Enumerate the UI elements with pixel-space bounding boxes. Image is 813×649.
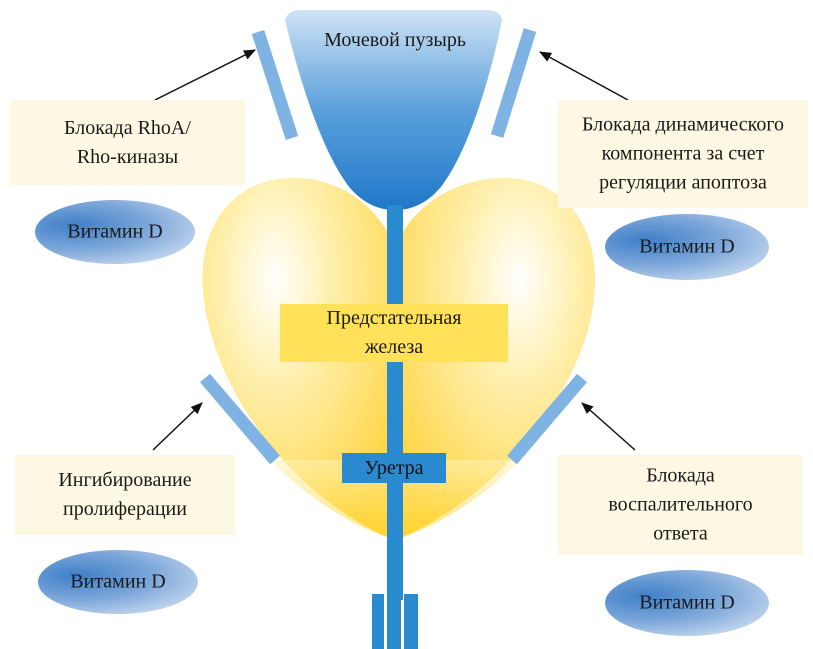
vitamin-d-label: Витамин D <box>605 236 769 259</box>
vitamin-d-label: Витамин D <box>35 221 195 244</box>
prostate-label-line2: железа <box>280 333 508 362</box>
effect-line: ответа <box>558 520 803 549</box>
urethra-label: Уретра <box>342 453 446 483</box>
block-bar-top-right <box>497 30 530 136</box>
vitamin-d-oval-top-left: Витамин D <box>35 200 195 264</box>
effect-line: Блокада <box>558 462 803 491</box>
effect-line: Блокада динамического <box>558 111 808 140</box>
vitamin-d-oval-top-right: Витамин D <box>605 214 769 280</box>
effect-text: Блокада RhoA/ Rho-киназы <box>10 114 245 172</box>
vitamin-d-oval-bottom-right: Витамин D <box>605 570 769 636</box>
effect-box-bottom-left: Ингибирование пролиферации <box>15 455 235 535</box>
vitamin-d-label: Витамин D <box>605 592 769 615</box>
prostate-label: Предстательная железа <box>280 304 508 362</box>
effect-line: Rho-киназы <box>10 143 245 172</box>
arrow-top-right <box>540 52 628 100</box>
effect-line: компонента за счет <box>558 140 808 169</box>
effect-line: регуляции апоптоза <box>558 169 808 198</box>
vitamin-d-label: Витамин D <box>38 571 198 594</box>
arrow-bottom-right <box>582 403 635 450</box>
effect-box-top-left: Блокада RhoA/ Rho-киназы <box>10 100 245 185</box>
effect-line: Ингибирование <box>15 466 235 495</box>
bladder-label: Мочевой пузырь <box>305 26 485 55</box>
prostate-label-line1: Предстательная <box>280 304 508 333</box>
block-bar-top-left <box>258 32 292 138</box>
urethra-tube <box>387 205 403 600</box>
effect-line: воспалительного <box>558 491 803 520</box>
effect-line: Блокада RhoA/ <box>10 114 245 143</box>
urethra-end <box>372 594 418 649</box>
arrow-bottom-left <box>153 403 202 450</box>
effect-text: Блокада динамического компонента за счет… <box>558 111 808 198</box>
effect-box-bottom-right: Блокада воспалительного ответа <box>558 455 803 555</box>
effect-text: Ингибирование пролиферации <box>15 466 235 524</box>
arrow-top-left <box>155 50 255 100</box>
effect-line: пролиферации <box>15 495 235 524</box>
effect-text: Блокада воспалительного ответа <box>558 462 803 549</box>
vitamin-d-oval-bottom-left: Витамин D <box>38 550 198 614</box>
effect-box-top-right: Блокада динамического компонента за счет… <box>558 100 808 208</box>
